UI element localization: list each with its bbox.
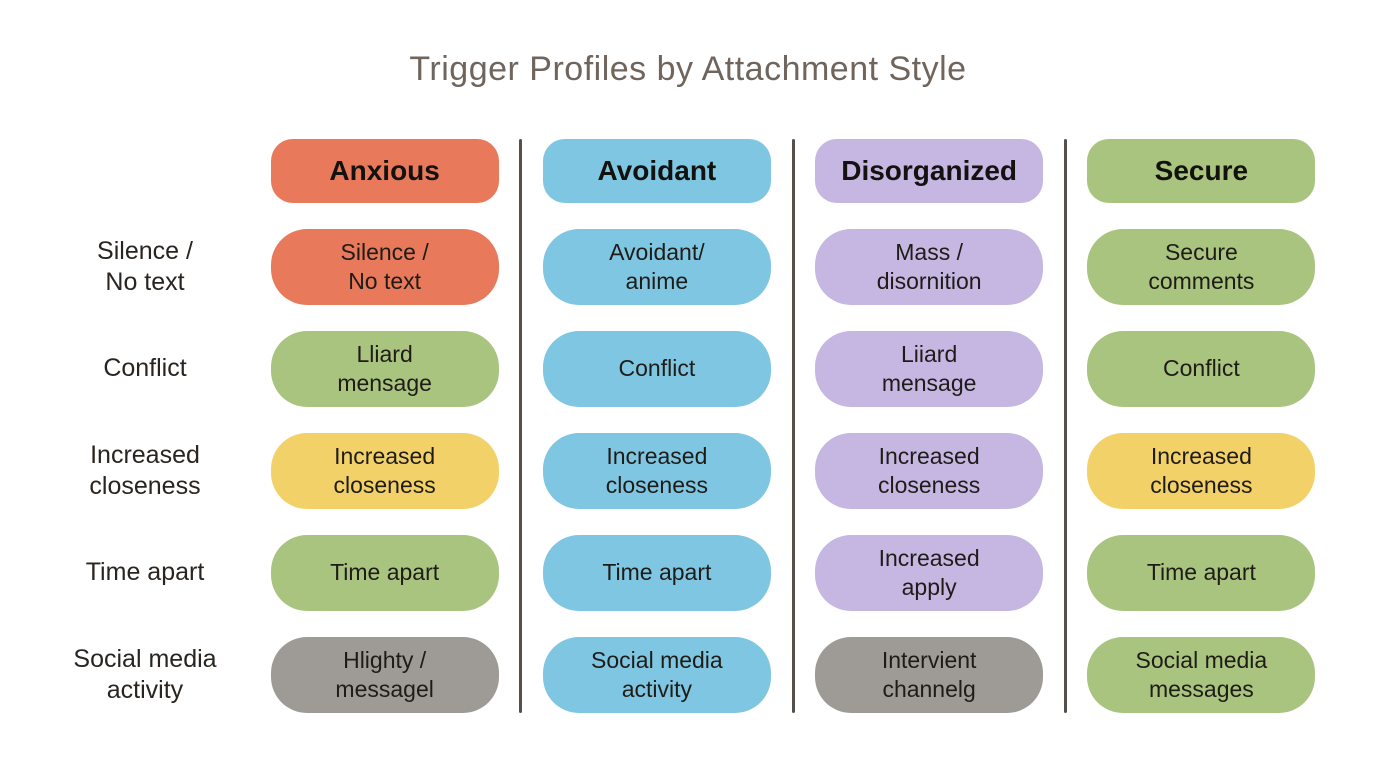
attachment-matrix: Silence / No text Conflict Increased clo… xyxy=(40,139,1336,713)
matrix-cell: Conflict xyxy=(1087,331,1316,407)
row-label-time-apart: Time apart xyxy=(85,558,205,587)
matrix-cell: Silence / No text xyxy=(270,229,499,305)
row-label-increased-closeness: Increased closeness xyxy=(89,440,201,500)
matrix-cell: Lliard mensage xyxy=(270,331,499,407)
matrix-cell: Conflict xyxy=(542,331,771,407)
matrix-cell: Hlighty / messagel xyxy=(270,637,499,713)
matrix-cell: Mass / disornition xyxy=(815,229,1044,305)
column-avoidant: Avoidant Avoidant/ anime Conflict Increa… xyxy=(522,139,791,713)
column-header-secure: Secure xyxy=(1087,139,1316,203)
matrix-cell: Time apart xyxy=(1087,535,1316,611)
row-labels-column: Silence / No text Conflict Increased clo… xyxy=(40,139,250,713)
matrix-cell: Secure comments xyxy=(1087,229,1316,305)
column-secure: Secure Secure comments Conflict Increase… xyxy=(1067,139,1336,713)
column-header-disorganized: Disorganized xyxy=(815,139,1044,203)
column-divider xyxy=(1063,139,1067,713)
column-anxious: Anxious Silence / No text Lliard mensage… xyxy=(250,139,519,713)
column-header-anxious: Anxious xyxy=(270,139,499,203)
row-label-conflict: Conflict xyxy=(103,354,187,383)
column-header-avoidant: Avoidant xyxy=(542,139,771,203)
matrix-cell: Time apart xyxy=(542,535,771,611)
matrix-cell: Social media activity xyxy=(542,637,771,713)
page-title: Trigger Profiles by Attachment Style xyxy=(409,50,967,88)
header-spacer xyxy=(40,139,250,203)
matrix-cell: Time apart xyxy=(270,535,499,611)
column-divider xyxy=(791,139,795,713)
matrix-cell: Avoidant/ anime xyxy=(542,229,771,305)
column-divider xyxy=(519,139,523,713)
matrix-cell: Increased closeness xyxy=(542,433,771,509)
matrix-cell: Liiard mensage xyxy=(815,331,1044,407)
row-label-silence: Silence / No text xyxy=(97,236,193,296)
matrix-cell: Increased closeness xyxy=(270,433,499,509)
matrix-cell: Increased closeness xyxy=(1087,433,1316,509)
matrix-cell: Increased apply xyxy=(815,535,1044,611)
matrix-cell: Increased closeness xyxy=(815,433,1044,509)
matrix-cell: Intervient channelg xyxy=(815,637,1044,713)
column-disorganized: Disorganized Mass / disornition Liiard m… xyxy=(795,139,1064,713)
row-label-social-media: Social media activity xyxy=(73,644,217,704)
matrix-cell: Social media messages xyxy=(1087,637,1316,713)
